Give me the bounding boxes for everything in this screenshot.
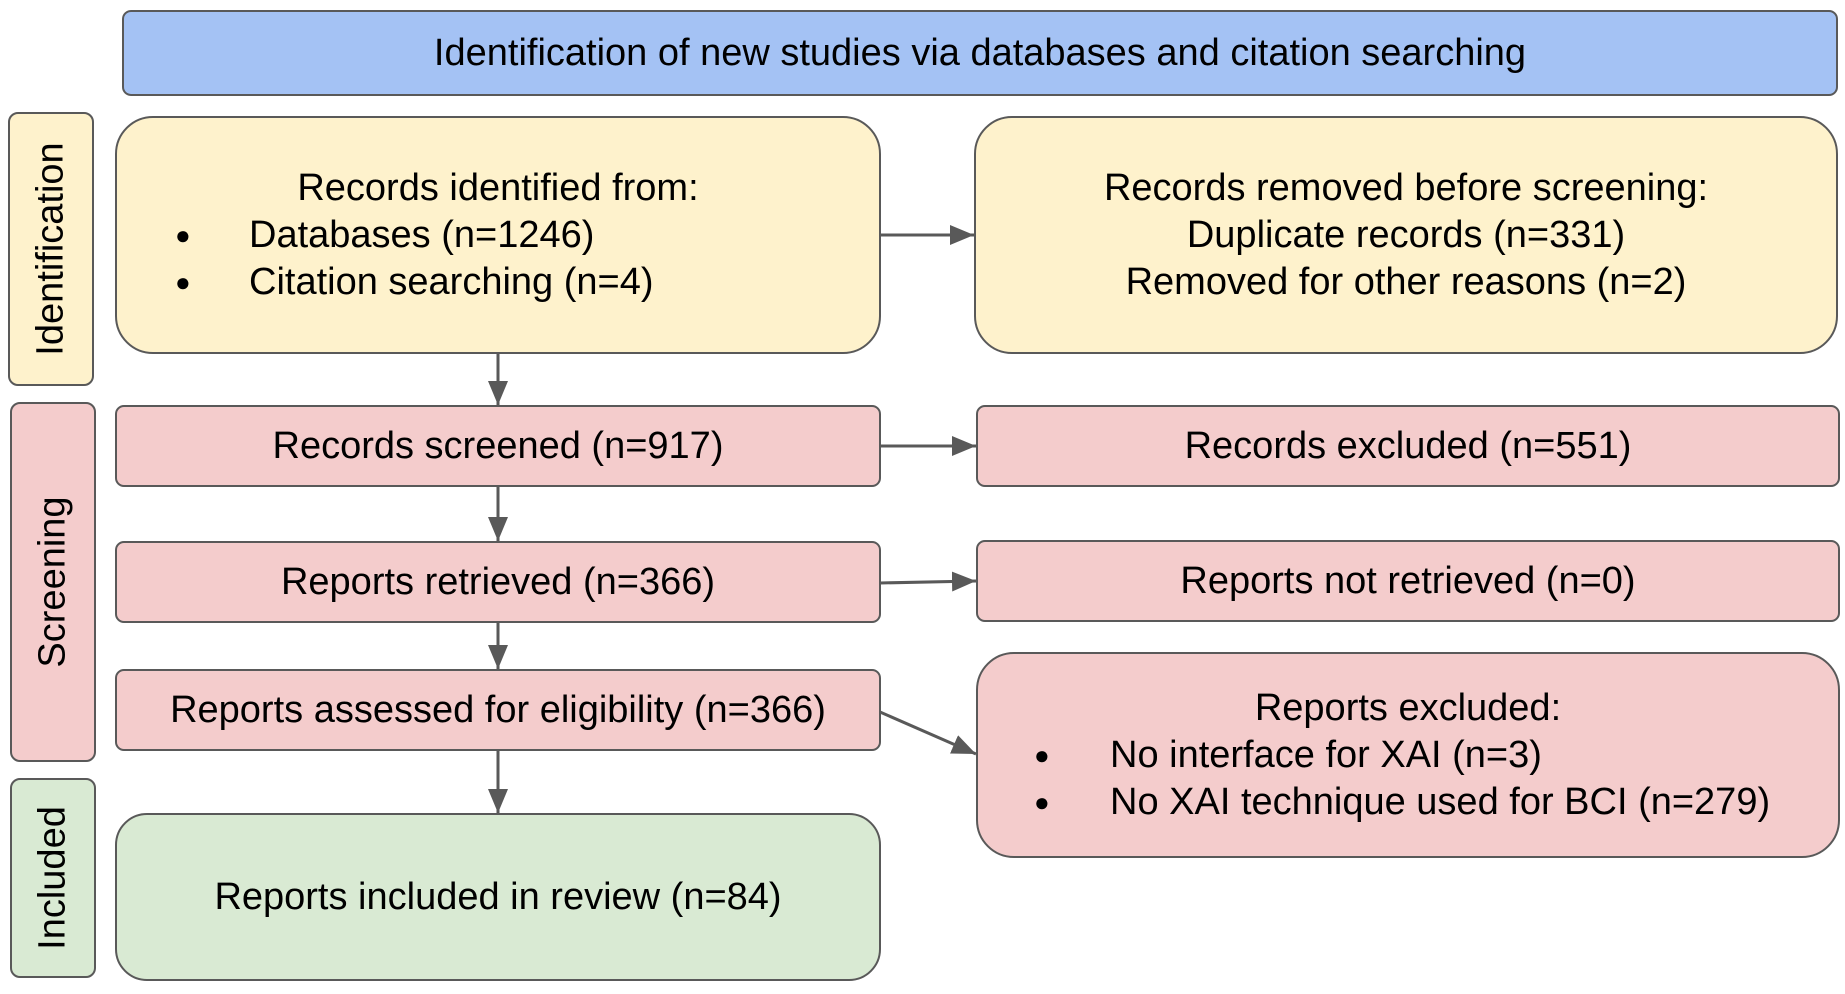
records-excluded-text: Records excluded (n=551) — [1184, 424, 1632, 467]
reports-included-box: Reports included in review (n=84) — [115, 813, 881, 981]
reports-excluded-box: Reports excluded: No interface for XAI (… — [976, 652, 1840, 858]
reports-excluded-heading: Reports excluded: — [1254, 686, 1562, 729]
stage-label-identification-text: Identification — [29, 142, 72, 356]
arrow-retrieved-to-not-retrieved — [879, 571, 977, 592]
list-item: Citation searching (n=4) — [175, 259, 653, 306]
list-item: Databases (n=1246) — [175, 212, 654, 259]
records-excluded-box: Records excluded (n=551) — [976, 405, 1840, 487]
stage-label-screening-text: Screening — [31, 496, 74, 668]
reports-retrieved-box: Reports retrieved (n=366) — [115, 541, 881, 623]
arrow-assessed-to-excluded — [879, 710, 977, 756]
reports-retrieved-text: Reports retrieved (n=366) — [280, 560, 716, 603]
stage-label-screening: Screening — [10, 402, 96, 762]
records-identified-box: Records identified from: Databases (n=12… — [115, 116, 881, 354]
reports-not-retrieved-text: Reports not retrieved (n=0) — [1180, 559, 1636, 602]
records-removed-heading: Records removed before screening: — [1103, 166, 1709, 209]
list-item: No interface for XAI (n=3) — [1034, 732, 1770, 779]
reports-not-retrieved-box: Reports not retrieved (n=0) — [976, 540, 1840, 622]
reports-assessed-text: Reports assessed for eligibility (n=366) — [170, 688, 826, 731]
reports-excluded-list: No interface for XAI (n=3) No XAI techni… — [1034, 732, 1770, 826]
stage-label-identification: Identification — [8, 112, 94, 386]
stage-label-included: Included — [10, 778, 96, 978]
records-removed-box: Records removed before screening: Duplic… — [974, 116, 1838, 354]
stage-label-included-text: Included — [31, 806, 74, 950]
list-item: No XAI technique used for BCI (n=279) — [1034, 779, 1770, 826]
records-identified-list: Databases (n=1246) Citation searching (n… — [175, 212, 654, 306]
records-removed-other: Removed for other reasons (n=2) — [1125, 260, 1687, 303]
records-identified-heading: Records identified from: — [297, 166, 699, 209]
records-removed-duplicates: Duplicate records (n=331) — [1186, 213, 1626, 256]
header-banner: Identification of new studies via databa… — [122, 10, 1838, 96]
header-title: Identification of new studies via databa… — [433, 31, 1527, 74]
records-screened-box: Records screened (n=917) — [115, 405, 881, 487]
reports-included-text: Reports included in review (n=84) — [214, 875, 782, 918]
records-screened-text: Records screened (n=917) — [272, 424, 724, 467]
reports-assessed-box: Reports assessed for eligibility (n=366) — [115, 669, 881, 751]
